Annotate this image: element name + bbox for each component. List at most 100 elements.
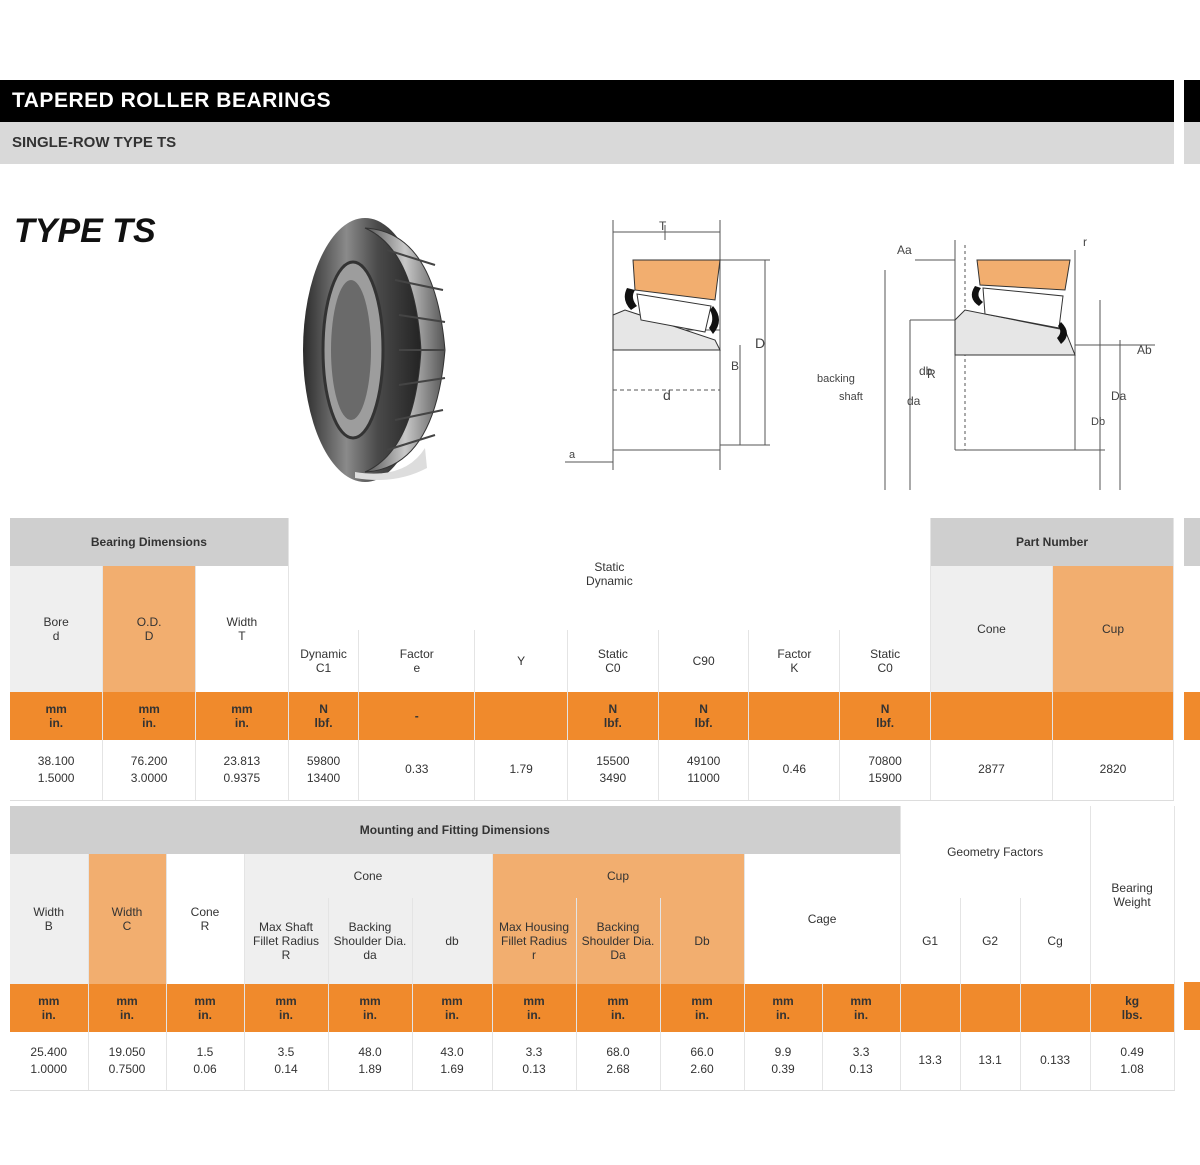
edge-strip — [1184, 518, 1200, 566]
cup-section — [632, 259, 721, 301]
unit-cell: mm in. — [166, 984, 245, 1032]
unit-cell: mm in. — [10, 984, 89, 1032]
dim-label-db: db — [919, 364, 933, 378]
value-cell: 13.1 — [960, 1032, 1021, 1091]
unit-cell: N lbf. — [839, 692, 932, 740]
bearing-rollers — [364, 227, 446, 473]
unit-cell: mm in. — [744, 984, 823, 1032]
col-g2: G2 — [960, 898, 1021, 984]
dim-label-db-upper: Db — [1091, 416, 1105, 428]
section-diagram-ts: T D d B a — [565, 219, 770, 470]
unit-cell: mm in. — [492, 984, 577, 1032]
value-cell: 0.133 — [1020, 1032, 1091, 1091]
value-cell: 2820 — [1052, 740, 1174, 801]
edge-strip — [1184, 982, 1200, 1030]
unit-cell: mm in. — [576, 984, 661, 1032]
dim-label-b: B — [731, 359, 739, 373]
col-width: Width T — [195, 566, 289, 692]
unit-cell: mm in. — [660, 984, 745, 1032]
unit-cell: mm in. — [88, 984, 167, 1032]
unit-cell — [1052, 692, 1174, 740]
value-cell: 70800 15900 — [839, 740, 932, 801]
value-cell: 1.5 0.06 — [166, 1032, 245, 1091]
value-cell: 43.0 1.69 — [412, 1032, 493, 1091]
spec-table-main: Bearing Dimensions Static Dynamic Part N… — [10, 518, 1174, 801]
col-od: O.D. D — [102, 566, 196, 692]
table-row: 25.400 1.0000 19.050 0.7500 1.5 0.06 3.5… — [10, 1032, 1175, 1091]
unit-cell — [960, 984, 1021, 1032]
units-row: mm in. mm in. mm in. mm in. mm in. mm in… — [10, 984, 1175, 1032]
value-cell: 3.3 0.13 — [492, 1032, 577, 1091]
cone-section — [612, 309, 721, 351]
value-cell: 3.3 0.13 — [822, 1032, 901, 1091]
value-cell: 0.49 1.08 — [1090, 1032, 1175, 1091]
unit-cell: N lbf. — [567, 692, 659, 740]
value-cell: 66.0 2.60 — [660, 1032, 745, 1091]
value-cell: 59800 13400 — [288, 740, 360, 801]
value-cell: 68.0 2.68 — [576, 1032, 661, 1091]
subtitle-bar-edge — [1184, 122, 1200, 164]
value-cell: 3.5 0.14 — [244, 1032, 329, 1091]
group-mounting: Mounting and Fitting Dimensions — [10, 806, 901, 854]
bearing-illustration — [303, 218, 446, 482]
col-cg: Cg — [1020, 898, 1091, 984]
dim-label-da-upper: Da — [1111, 389, 1127, 403]
unit-cell: mm in. — [822, 984, 901, 1032]
value-cell: 49100 11000 — [658, 740, 750, 801]
col-cup-backing-da: Backing Shoulder Dia. Da — [576, 898, 661, 984]
unit-cell: N lbf. — [658, 692, 750, 740]
group-load-ratings: Static Dynamic — [288, 518, 932, 630]
dim-label-t: T — [659, 219, 667, 233]
col-y: Y — [474, 630, 569, 692]
col-cone-db: db — [412, 898, 493, 984]
unit-cell: mm in. — [102, 692, 196, 740]
edge-strip — [1184, 692, 1200, 740]
unit-cell: mm in. — [244, 984, 329, 1032]
value-cell: 23.813 0.9375 — [195, 740, 289, 801]
dim-label-aa: Aa — [897, 243, 912, 257]
dim-label-da: da — [907, 394, 921, 408]
page-title-bar: TAPERED ROLLER BEARINGS — [0, 80, 1174, 122]
value-cell: 13.3 — [900, 1032, 961, 1091]
group-part-number: Part Number — [930, 518, 1174, 566]
col-cone: Cone — [930, 566, 1053, 692]
col-cup-db: Db — [660, 898, 745, 984]
col-static-c0-2: Static C0 — [839, 630, 932, 692]
unit-cell: mm in. — [412, 984, 493, 1032]
col-static-c0: Static C0 — [567, 630, 659, 692]
table-row: 38.100 1.5000 76.200 3.0000 23.813 0.937… — [10, 740, 1174, 801]
dim-label-ab: Ab — [1137, 343, 1152, 357]
unit-cell — [900, 984, 961, 1032]
title-bar-edge — [1184, 80, 1200, 122]
unit-cell — [1020, 984, 1091, 1032]
col-cage: Cage — [744, 854, 901, 984]
col-factor-k: Factor K — [748, 630, 841, 692]
unit-cell — [748, 692, 841, 740]
label-backing: backing — [817, 373, 855, 385]
unit-cell: kg lbs. — [1090, 984, 1175, 1032]
value-cell: 19.050 0.7500 — [88, 1032, 167, 1091]
value-cell: 9.9 0.39 — [744, 1032, 823, 1091]
dim-label-a: a — [569, 449, 576, 461]
value-cell: 76.200 3.0000 — [102, 740, 196, 801]
page-title: TAPERED ROLLER BEARINGS — [12, 89, 332, 112]
group-geometry: Geometry Factors — [900, 806, 1091, 898]
group-bearing-dimensions: Bearing Dimensions — [10, 518, 289, 566]
unit-cell: - — [358, 692, 476, 740]
unit-cell: mm in. — [195, 692, 289, 740]
unit-cell: mm in. — [328, 984, 413, 1032]
col-dynamic-c1: Dynamic C1 — [288, 630, 360, 692]
type-label: TYPE TS — [14, 212, 156, 250]
units-row: mm in. mm in. mm in. N lbf. - N lbf. N l… — [10, 692, 1174, 740]
unit-cell: mm in. — [10, 692, 104, 740]
col-cone-backing-da: Backing Shoulder Dia. da — [328, 898, 413, 984]
unit-cell — [474, 692, 569, 740]
value-cell: 2877 — [930, 740, 1053, 801]
col-cone-r: Cone R — [166, 854, 245, 984]
value-cell: 1.79 — [474, 740, 569, 801]
dim-label-r-cone: R — [927, 367, 936, 381]
col-housing-fillet: Max Housing Fillet Radius r — [492, 898, 577, 984]
col-width-c: Width C — [88, 854, 167, 984]
col-weight: Bearing Weight — [1090, 806, 1175, 984]
unit-cell — [930, 692, 1053, 740]
